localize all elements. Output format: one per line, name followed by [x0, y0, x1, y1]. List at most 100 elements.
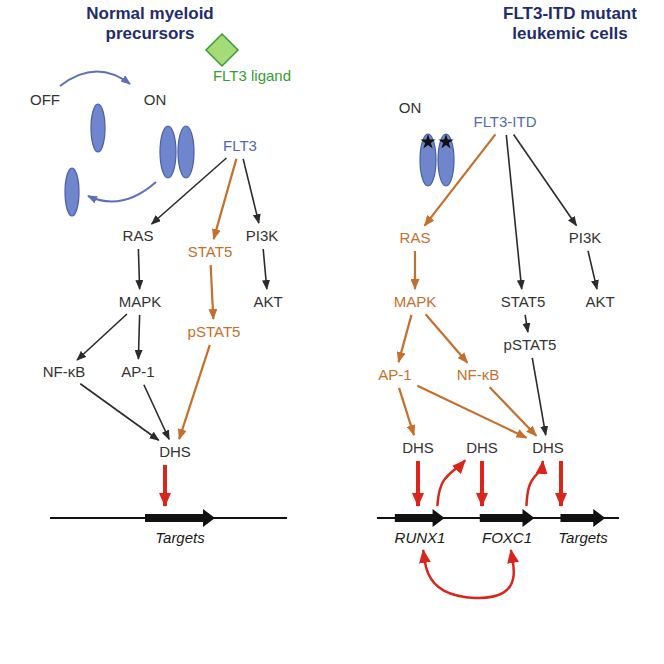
molecule-label: DHS [156, 442, 194, 462]
gene-arrow [145, 509, 215, 527]
molecule-name: RAS [400, 229, 431, 247]
mutation-marks [420, 134, 453, 148]
cell-membrane [9, 145, 322, 646]
molecule-label: STAT5 [185, 242, 235, 262]
gene-arrow-shape [395, 509, 445, 527]
signal-arrow [525, 315, 528, 332]
molecule-name: MAPK [394, 293, 437, 311]
signal-arrow [426, 314, 468, 362]
molecule-label: DHS [463, 438, 501, 458]
gene-arrow-shape [560, 509, 605, 527]
signal-arrow [214, 159, 237, 239]
signal-arrow [243, 159, 259, 223]
signal-arrow [417, 386, 526, 438]
cell-outline: Normal myeloid precursorsDHSTargetsRASMA… [7, 143, 323, 647]
annotation-label: ON [141, 90, 170, 110]
signal-arrow [152, 158, 227, 224]
gene: RUNX1 [393, 509, 448, 547]
molecule-label: STAT5 [498, 292, 548, 312]
signal-arrow [77, 314, 127, 360]
signal-arrow [514, 134, 577, 225]
molecule-label: pSTAT5 [501, 335, 560, 355]
molecule-name: AP-1 [121, 363, 154, 381]
signal-arrow [179, 345, 210, 439]
signal-arrow [588, 251, 597, 289]
molecule-name: DHS [402, 439, 434, 457]
molecule-name: PI3K [246, 227, 279, 245]
molecule-label: NF-κB [454, 365, 503, 385]
molecule-label: AP-1 [375, 365, 414, 385]
molecule-name: FLT3 [223, 137, 257, 155]
signal-arrow [211, 265, 214, 319]
molecule-label: FLT3 [220, 136, 260, 156]
signal-arrow [437, 460, 465, 506]
gene-name: Targets [558, 529, 607, 547]
signal-arrow [399, 315, 412, 362]
gene-name: Targets [155, 529, 204, 547]
signal-arrow [138, 315, 139, 359]
molecule-name: pSTAT5 [188, 323, 241, 341]
annotation-label: FLT3 ligand [210, 66, 294, 86]
molecule-name: STAT5 [188, 243, 232, 261]
nucleus-outline: DHS DHS DHS RUNX1 FOXC1Targets [373, 393, 623, 643]
molecule-name: NF-κB [43, 363, 86, 381]
gene: FOXC1 [478, 509, 537, 547]
molecule-label: AP-1 [118, 362, 157, 382]
receptor-dimer [438, 134, 454, 186]
nucleus-outline: DHS Targets [46, 396, 290, 640]
molecule-label: AKT [582, 292, 617, 312]
gene: Targets [556, 509, 609, 547]
molecule-name: PI3K [569, 229, 602, 247]
signal-arrow [414, 251, 416, 289]
molecule-name: FLT3-ITD [473, 113, 536, 131]
molecule-name: AP-1 [378, 366, 411, 384]
signal-arrow [399, 388, 414, 435]
signal-arrow [526, 461, 542, 506]
gene-arrow [480, 509, 535, 527]
molecule-label: DHS [529, 438, 567, 458]
signal-arrow [480, 461, 484, 506]
molecule-label: RAS [397, 228, 434, 248]
outline-shape [339, 143, 655, 647]
gene: Targets [143, 509, 217, 547]
molecule-label: pSTAT5 [185, 322, 244, 342]
panel-title: FLT3-ITD mutant leukemic cells [495, 4, 645, 43]
molecule-label: MAPK [391, 292, 440, 312]
molecule-label: RAS [120, 226, 157, 246]
molecule-name: AKT [585, 293, 614, 311]
gene-arrow-shape [145, 509, 215, 527]
deactivation-arrow [88, 182, 156, 202]
receptor-monomer [91, 104, 105, 152]
signal-arrow [163, 465, 167, 506]
signal-arrow [559, 461, 563, 506]
molecule-name: DHS [466, 439, 498, 457]
mutation-star [420, 134, 435, 148]
receptor-dimer [160, 126, 176, 178]
outline-shape [7, 143, 323, 647]
gene-arrow [560, 509, 605, 527]
molecule-name: STAT5 [501, 293, 545, 311]
cell-membrane [341, 145, 654, 646]
signal-arrow [144, 385, 169, 440]
molecule-label: NF-κB [40, 362, 89, 382]
signal-arrow [425, 134, 496, 225]
annotation-label: OFF [27, 90, 63, 110]
nuclear-envelope [48, 398, 289, 639]
molecule-name: DHS [159, 443, 191, 461]
annotation-label: ON [396, 98, 425, 118]
signal-arrow [263, 249, 267, 289]
activation-arrow [60, 71, 130, 86]
molecule-label: PI3K [243, 226, 282, 246]
molecule-name: MAPK [119, 293, 162, 311]
molecule-label: MAPK [116, 292, 165, 312]
nuclear-envelope [375, 395, 622, 642]
molecule-name: AKT [253, 293, 282, 311]
signal-arrow [138, 249, 139, 289]
molecule-name: DHS [532, 439, 564, 457]
molecule-name: RAS [123, 227, 154, 245]
molecule-label: FLT3-ITD [470, 112, 539, 132]
panel-title: Normal myeloid precursors [70, 4, 230, 43]
